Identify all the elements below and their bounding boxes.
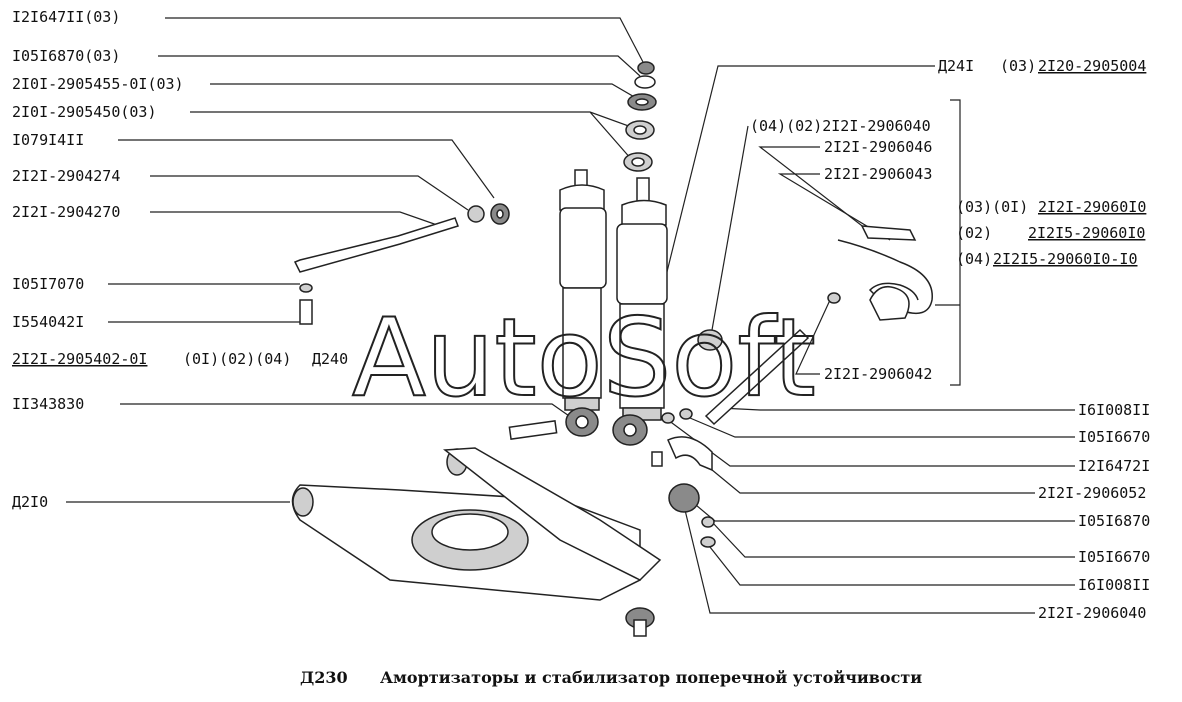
shock-absorber-left — [559, 169, 607, 437]
label-l11: Д240 — [312, 350, 348, 368]
label-r7b: 2I2I5-29060I0-I0 — [993, 250, 1138, 268]
label-r3: 2I2I-2906046 — [824, 138, 932, 156]
label-r10: I05I6670 — [1078, 428, 1150, 446]
stabilizer-bar — [697, 225, 933, 426]
label-r1a: Д24I — [938, 57, 974, 75]
label-r13: I05I6870 — [1078, 512, 1150, 530]
label-r6b: 2I2I5-29060I0 — [1028, 224, 1145, 242]
label-r5a: (03)(0I) — [956, 198, 1028, 216]
label-l13: Д2I0 — [12, 493, 48, 511]
label-l7: 2I2I-2904270 — [12, 203, 120, 221]
shock-top-stack — [623, 61, 657, 172]
stabilizer-mount-parts — [651, 408, 716, 548]
label-l6: 2I2I-2904274 — [12, 167, 120, 185]
label-r7a: (04) — [956, 250, 992, 268]
caption-code: Д230 — [300, 668, 348, 687]
label-r6a: (02) — [956, 224, 992, 242]
caption-title: Амортизаторы и стабилизатор поперечной у… — [380, 668, 922, 687]
label-l10b: (0I)(02)(04) — [183, 350, 291, 368]
label-l12: II343830 — [12, 395, 84, 413]
watermark: AutoSoft — [352, 296, 816, 421]
strut-rod — [293, 203, 510, 273]
lower-control-arm — [291, 447, 662, 637]
shock-absorber-right — [612, 177, 668, 446]
label-r2: (04)(02)2I2I-2906040 — [750, 117, 931, 135]
label-l3: 2I0I-2905455-0I(03) — [12, 75, 184, 93]
bolts-left — [299, 283, 558, 440]
label-l9: I554042I — [12, 313, 84, 331]
label-r5b: 2I2I-29060I0 — [1038, 198, 1146, 216]
label-r15: I6I008II — [1078, 576, 1150, 594]
label-r8: 2I2I-2906042 — [824, 365, 932, 383]
label-l5: I079I4II — [12, 131, 84, 149]
label-r14: I05I6670 — [1078, 548, 1150, 566]
label-l8: I05I7070 — [12, 275, 84, 293]
label-r12: 2I2I-2906052 — [1038, 484, 1146, 502]
label-r16: 2I2I-2906040 — [1038, 604, 1146, 622]
label-r1c: 2I20-2905004 — [1038, 57, 1146, 75]
label-r9: I6I008II — [1078, 401, 1150, 419]
label-l2: I05I6870(03) — [12, 47, 120, 65]
label-l1: I2I647II(03) — [12, 8, 120, 26]
label-r1b: (03) — [1000, 57, 1036, 75]
leader-lines — [66, 17, 1075, 614]
label-r4: 2I2I-2906043 — [824, 165, 932, 183]
label-r11: I2I6472I — [1078, 457, 1150, 475]
label-l4: 2I0I-2905450(03) — [12, 103, 157, 121]
label-l10: 2I2I-2905402-0I — [12, 350, 147, 368]
